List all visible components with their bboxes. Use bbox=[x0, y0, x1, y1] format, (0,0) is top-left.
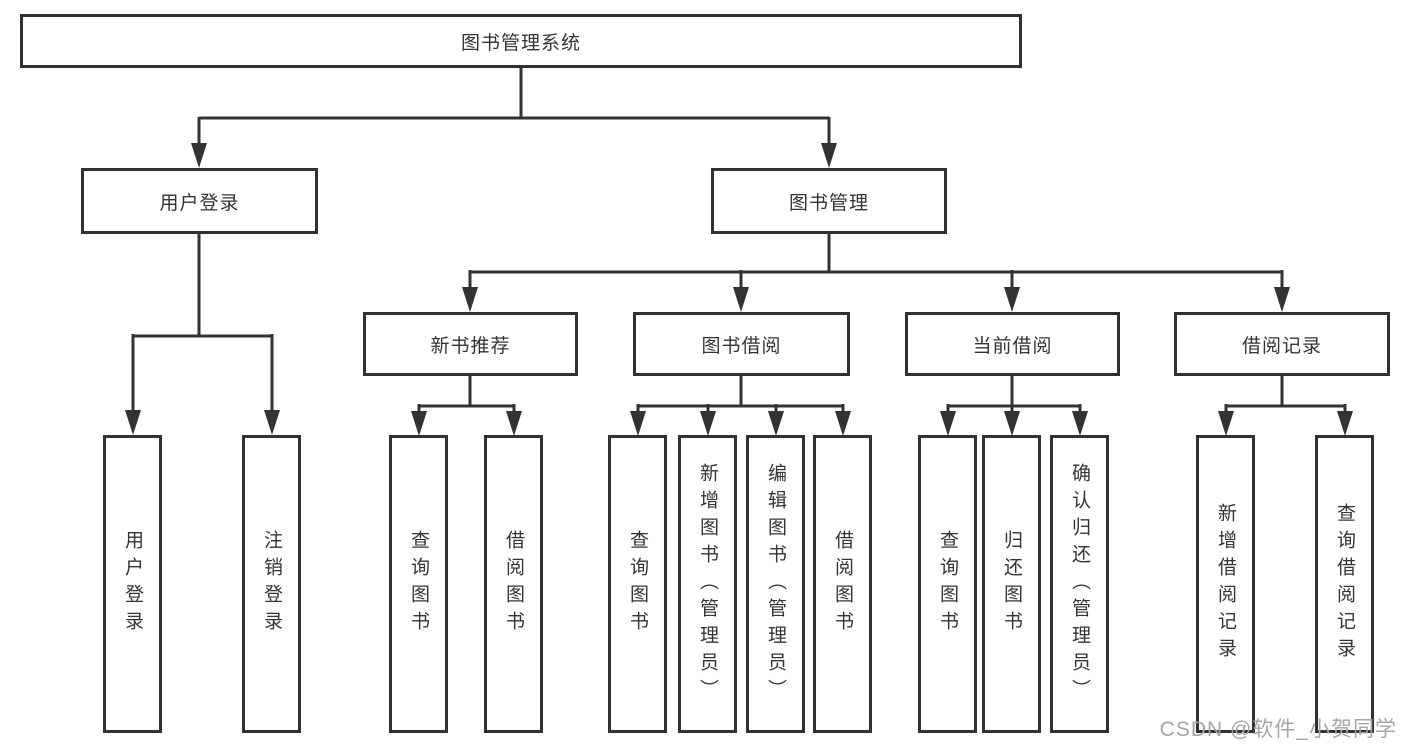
connector-records-children bbox=[1218, 376, 1353, 436]
csdn-watermark: CSDN @软件_小贺同学 bbox=[1159, 718, 1397, 741]
connector-new-book-children bbox=[411, 376, 522, 436]
leaf-borrowing-query-books: 查询图书 bbox=[608, 435, 667, 733]
connector-borrowing-children bbox=[630, 376, 851, 436]
leaf-user-login: 用户登录 bbox=[103, 435, 162, 733]
node-borrowing-records: 借阅记录 bbox=[1174, 312, 1390, 376]
connector-book-mgmt-children bbox=[462, 234, 1290, 312]
leaf-records-query-record: 查询借阅记录 bbox=[1315, 435, 1374, 733]
node-user-login-branch: 用户登录 bbox=[81, 168, 318, 234]
leaf-current-return-books: 归还图书 bbox=[982, 435, 1041, 733]
leaf-borrowing-borrow-books: 借阅图书 bbox=[813, 435, 872, 733]
connector-user-login-children bbox=[125, 234, 280, 435]
leaf-recommend-borrow-books: 借阅图书 bbox=[484, 435, 543, 733]
connector-root-to-level2 bbox=[191, 68, 837, 168]
leaf-recommend-query-books: 查询图书 bbox=[389, 435, 448, 733]
node-current-borrowing: 当前借阅 bbox=[905, 312, 1120, 376]
node-book-borrowing: 图书借阅 bbox=[633, 312, 850, 376]
node-new-book-recommend: 新书推荐 bbox=[363, 312, 578, 376]
node-root-system: 图书管理系统 bbox=[20, 14, 1022, 68]
leaf-current-confirm-return: 确认归还（管理员） bbox=[1050, 435, 1109, 733]
leaf-records-add-record: 新增借阅记录 bbox=[1196, 435, 1255, 733]
leaf-borrowing-add-books: 新增图书（管理员） bbox=[678, 435, 737, 733]
leaf-borrowing-edit-books: 编辑图书（管理员） bbox=[746, 435, 805, 733]
node-book-management-branch: 图书管理 bbox=[711, 168, 947, 234]
leaf-current-query-books: 查询图书 bbox=[918, 435, 977, 733]
connector-current-children bbox=[940, 376, 1088, 436]
leaf-logout: 注销登录 bbox=[242, 435, 301, 733]
